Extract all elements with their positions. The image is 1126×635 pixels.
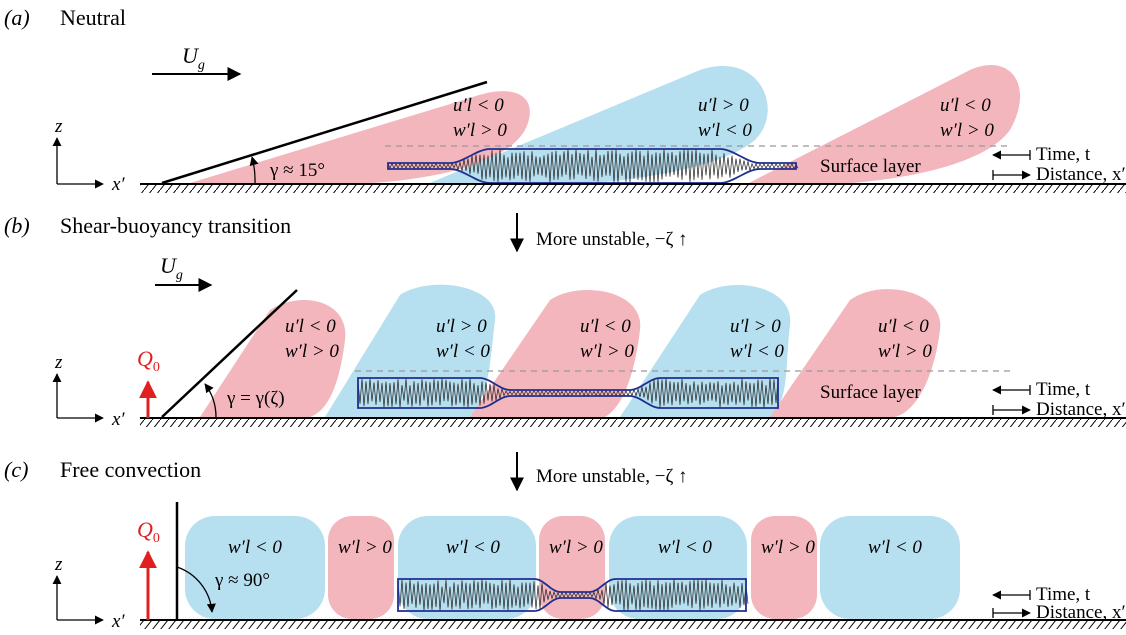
angle-arc	[249, 156, 259, 184]
ejection-blob-blue	[425, 66, 768, 185]
transition-label: More unstable, −ζ ↑	[536, 466, 688, 487]
quadrant-w-label: w′l < 0	[868, 537, 922, 558]
time-label: Time, t	[1036, 144, 1091, 165]
distance-label: Distance, x′	[1036, 399, 1126, 420]
heat-flux-label: Q0	[137, 517, 160, 546]
trace-envelope	[397, 578, 747, 612]
downdraft-blob-blue	[609, 516, 747, 619]
turbulent-trace	[397, 578, 749, 612]
x-axis-label: x′	[111, 611, 125, 632]
velocity-label: Ug	[182, 43, 205, 73]
quadrant-u-label: u′l < 0	[580, 316, 631, 337]
distance-label: Distance, x′	[1036, 602, 1126, 623]
ejection-blob-blue	[325, 284, 496, 417]
quadrant-w-label: w′l > 0	[580, 341, 634, 362]
panel-c: γ ≈ 90° Q0 z x′ w′l < 0 w′l > 0 w′l < 0 …	[4, 457, 1126, 632]
z-axis-label: z	[54, 116, 63, 137]
updraft-blob-red	[539, 516, 605, 619]
panel-label: (a)	[4, 5, 30, 30]
angle-label: γ ≈ 15°	[269, 160, 325, 181]
downdraft-blob-blue	[398, 516, 536, 619]
quadrant-w-label: w′l > 0	[878, 341, 932, 362]
updraft-blob-red	[328, 516, 394, 619]
quadrant-u-label: u′l > 0	[730, 316, 781, 337]
axes-icon: z x′	[52, 116, 125, 195]
panel-title: Free convection	[60, 457, 201, 482]
z-axis-label: z	[54, 554, 63, 575]
time-label: Time, t	[1036, 584, 1091, 605]
panel-b: γ = γ(ζ) Ug Q0 z x′ u′l < 0 w′l > 0 u′l …	[4, 213, 1126, 430]
surface-layer-label: Surface layer	[820, 156, 921, 177]
x-axis-label: x′	[111, 409, 125, 430]
downdraft-blob-blue	[185, 516, 325, 619]
turbulent-trace	[357, 377, 779, 409]
transition-label: More unstable, −ζ ↑	[536, 229, 688, 250]
structure-inclination-line	[161, 289, 298, 418]
ground-hatch	[140, 185, 1126, 193]
quadrant-w-label: w′l < 0	[730, 341, 784, 362]
sweep-blob-red	[770, 289, 941, 417]
panel-label: (c)	[4, 457, 28, 482]
x-axis-label: x′	[111, 174, 125, 195]
trace-signal	[397, 579, 749, 612]
transition-arrow: More unstable, −ζ ↑	[510, 213, 688, 253]
quadrant-w-label: w′l > 0	[338, 537, 392, 558]
quadrant-w-label: w′l < 0	[228, 537, 282, 558]
surface-layer-label: Surface layer	[820, 382, 921, 403]
angle-arc	[204, 383, 217, 418]
quadrant-u-label: u′l > 0	[436, 316, 487, 337]
axes-icon: z x′	[52, 352, 125, 430]
structure-inclination-line	[161, 80, 488, 185]
z-axis-label: z	[54, 352, 63, 373]
quadrant-w-label: w′l < 0	[436, 341, 490, 362]
quadrant-u-label: u′l < 0	[285, 316, 336, 337]
sweep-blob-red	[745, 64, 1021, 185]
quadrant-w-label: w′l > 0	[940, 120, 994, 141]
time-label: Time, t	[1036, 379, 1091, 400]
trace-signal	[387, 149, 799, 184]
updraft-blob-red	[751, 516, 817, 619]
transition-arrow: More unstable, −ζ ↑	[510, 452, 688, 492]
ground-hatch	[140, 621, 1126, 629]
quadrant-w-label: w′l > 0	[285, 341, 339, 362]
quadrant-w-label: w′l < 0	[698, 120, 752, 141]
ground-hatch	[140, 419, 1126, 427]
sweep-blob-red	[470, 290, 641, 417]
quadrant-u-label: u′l < 0	[453, 95, 504, 116]
quadrant-u-label: u′l < 0	[940, 95, 991, 116]
quadrant-w-label: w′l < 0	[446, 537, 500, 558]
sweep-blob-red	[190, 91, 530, 185]
axes-icon: z x′	[52, 554, 125, 632]
panel-title: Shear-buoyancy transition	[60, 213, 291, 238]
quadrant-u-label: u′l < 0	[878, 316, 929, 337]
velocity-label: Ug	[160, 253, 183, 283]
trace-envelope	[357, 377, 779, 409]
angle-label: γ = γ(ζ)	[226, 388, 285, 409]
angle-label: γ ≈ 90°	[214, 570, 270, 591]
quadrant-w-label: w′l > 0	[453, 120, 507, 141]
quadrant-w-label: w′l > 0	[761, 537, 815, 558]
distance-label: Distance, x′	[1036, 164, 1126, 185]
angle-arc	[176, 566, 216, 613]
quadrant-w-label: w′l < 0	[658, 537, 712, 558]
quadrant-u-label: u′l > 0	[698, 95, 749, 116]
panel-label: (b)	[4, 213, 30, 238]
panel-title: Neutral	[60, 5, 126, 30]
heat-flux-label: Q0	[137, 346, 160, 375]
quadrant-w-label: w′l > 0	[549, 537, 603, 558]
downdraft-blob-blue	[820, 516, 960, 619]
panel-a: γ ≈ 15° Ug z x′ u′l < 0 w′l > 0 u′l > 0 …	[4, 5, 1126, 195]
sweep-blob-red	[200, 300, 346, 417]
